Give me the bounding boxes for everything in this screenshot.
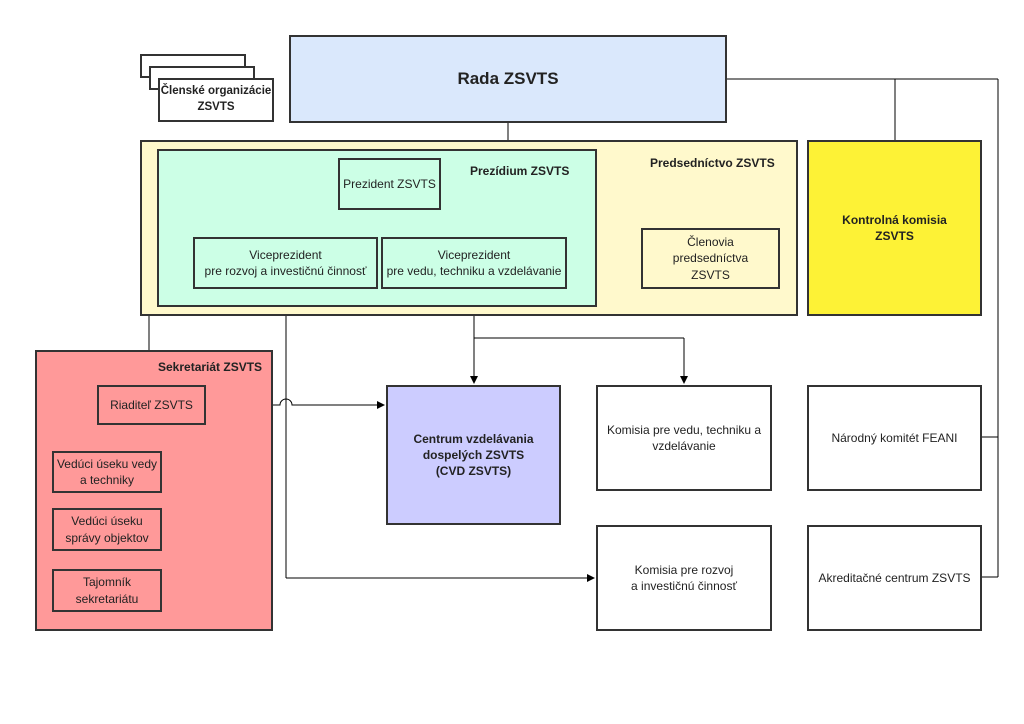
feani-box: Národný komitét FEANI — [807, 385, 982, 491]
veduci-spravy-label: Vedúci úseku správy objektov — [65, 514, 149, 545]
prezidium-title: Prezídium ZSVTS — [470, 164, 570, 178]
veduci-vedy-label: Vedúci úseku vedy a techniky — [56, 456, 158, 487]
riaditel-box: Riaditeľ ZSVTS — [97, 385, 206, 425]
viceprezident-rozvoj-label: Viceprezident pre rozvoj a investičnú či… — [204, 247, 367, 278]
komisia-rozvoj-box: Komisia pre rozvoj a investičnú činnosť — [596, 525, 772, 631]
cvd-label: Centrum vzdelávania dospelých ZSVTS (CVD… — [413, 431, 534, 479]
viceprezident-rozvoj-box: Viceprezident pre rozvoj a investičnú či… — [193, 237, 378, 289]
akreditacne-centrum-box: Akreditačné centrum ZSVTS — [807, 525, 982, 631]
clenovia-predsednictva-label: Členovia predsedníctva ZSVTS — [672, 235, 749, 282]
viceprezident-veda-box: Viceprezident pre vedu, techniku a vzdel… — [381, 237, 567, 289]
member-organizations-box: Členské organizácie ZSVTS — [158, 78, 274, 122]
akreditacne-centrum-label: Akreditačné centrum ZSVTS — [818, 570, 971, 585]
prezident-box: Prezident ZSVTS — [338, 158, 441, 210]
tajomnik-label: Tajomník sekretariátu — [75, 575, 139, 606]
sekretariat-title: Sekretariát ZSVTS — [158, 360, 263, 374]
kontrolna-komisia-label: Kontrolná komisia ZSVTS — [842, 212, 947, 243]
member-organizations-label: Členské organizácie ZSVTS — [160, 85, 272, 113]
veduci-spravy-box: Vedúci úseku správy objektov — [52, 508, 162, 551]
komisia-veda-label: Komisia pre vedu, techniku a vzdelávanie — [606, 422, 762, 453]
feani-label: Národný komitét FEANI — [831, 430, 958, 445]
komisia-rozvoj-label: Komisia pre rozvoj a investičnú činnosť — [631, 562, 737, 593]
komisia-veda-box: Komisia pre vedu, techniku a vzdelávanie — [596, 385, 772, 491]
viceprezident-veda-label: Viceprezident pre vedu, techniku a vzdel… — [386, 247, 562, 278]
cvd-box: Centrum vzdelávania dospelých ZSVTS (CVD… — [386, 385, 561, 525]
veduci-vedy-box: Vedúci úseku vedy a techniky — [52, 451, 162, 493]
clenovia-predsednictva-box: Členovia predsedníctva ZSVTS — [641, 228, 780, 289]
kontrolna-komisia-box: Kontrolná komisia ZSVTS — [807, 140, 982, 316]
tajomnik-box: Tajomník sekretariátu — [52, 569, 162, 612]
prezident-label: Prezident ZSVTS — [343, 176, 436, 191]
predsednictvo-title: Predsedníctvo ZSVTS — [650, 156, 775, 170]
riaditel-label: Riaditeľ ZSVTS — [110, 397, 193, 412]
rada-box: Rada ZSVTS — [289, 35, 727, 123]
rada-label: Rada ZSVTS — [457, 68, 559, 88]
